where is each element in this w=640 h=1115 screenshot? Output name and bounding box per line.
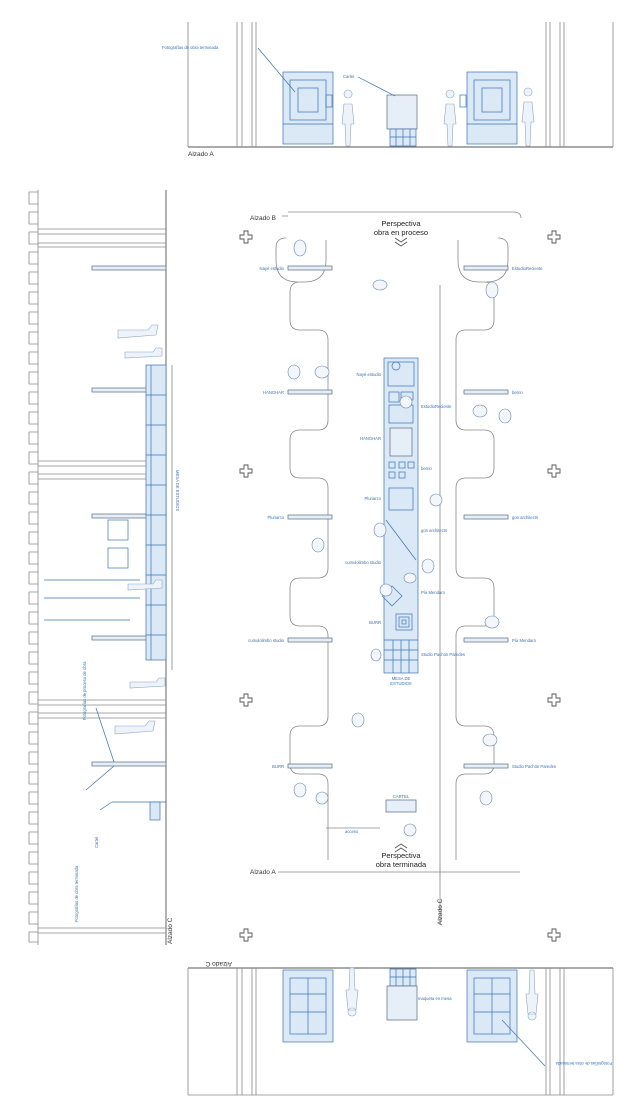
shelf-label-left-1: Nayé estudio <box>260 266 285 271</box>
plan-shelves <box>287 265 509 769</box>
sign-label: Cartel <box>343 74 354 79</box>
table-label-9: Pía Mendaro <box>421 590 446 595</box>
sign-label-plan: CARTEL <box>393 794 410 799</box>
shelf-label-left-4: cumulolimbo studio <box>248 638 285 643</box>
photo-panel-bottom-left <box>282 969 334 1043</box>
study-table <box>381 357 419 674</box>
shelf-label-left-3: Pluriarco <box>267 515 284 520</box>
shelf-label-right-2: berrio <box>512 390 523 395</box>
table-label-side: MESA DE ESTUDIOS <box>175 470 180 511</box>
floor-plan: Alzado B Alzado A Alzado C Perspectiva o… <box>239 211 561 942</box>
perspective-bottom-line1: Perspectiva <box>381 851 421 860</box>
perspective-top-line1: Perspectiva <box>381 219 421 228</box>
elevation-a: Fotografías de obra terminada Cartel Alz… <box>162 22 614 158</box>
shelf-label-left-5: BURR <box>272 764 284 769</box>
left-column <box>236 22 257 147</box>
table-label-2: HANGHAR <box>360 436 381 441</box>
horizontal-beams <box>38 228 166 934</box>
wall-profile <box>28 190 39 945</box>
table-label-10: Studio Pachón Paredes <box>421 652 465 657</box>
table-caption-2: ESTUDIOS <box>390 681 412 686</box>
shelf-label-right-3: gon architects <box>512 515 538 520</box>
process-label-bottom: maqueta en mesa <box>418 996 452 1001</box>
table-label-6: EstudioReciente <box>421 404 452 409</box>
sign-stand-bottom <box>386 968 418 1021</box>
finished-photos-label: Fotografías de obra terminada <box>74 865 79 922</box>
shelf-label-left-2: HANGHAR <box>263 390 284 395</box>
table-label-7: berrio <box>421 466 432 471</box>
table-label-5: BURR <box>369 620 381 625</box>
photo-panel-left <box>282 71 334 145</box>
entrance-label: acceso <box>345 829 359 834</box>
section-a-label: Alzado A <box>250 869 276 876</box>
right-column <box>545 22 565 147</box>
visitors <box>287 239 512 837</box>
perspective-bottom-line2: obra terminada <box>376 860 427 869</box>
table-label-1: Nayé estudio <box>357 372 382 377</box>
elevation-c-caption: Alzado C <box>167 917 174 944</box>
photo-panel-right <box>459 71 518 145</box>
photos-label-bottom: Fotografías de obra terminada <box>555 1061 612 1066</box>
shelf-label-right-5: Studio Pachón Paredes <box>512 764 556 769</box>
column-markers <box>239 230 561 942</box>
table-label-3: Pluriarco <box>364 496 381 501</box>
table-label-8: gon architects <box>421 528 447 533</box>
perspective-top-line2: obra en proceso <box>374 228 428 237</box>
chevron-up-icon <box>394 843 408 853</box>
side-shelves <box>91 265 167 767</box>
sign-board <box>385 799 417 813</box>
elevation-b-bottom: maqueta en mesa Fotografías de obra term… <box>187 960 614 1096</box>
shelf-label-right-4: Pía Mendaro <box>512 638 537 643</box>
side-elevation: MESA DE ESTUDIOS Fotografías de proceso … <box>28 190 180 945</box>
table-caption-1: MESA DE <box>392 676 411 681</box>
human-figures <box>341 87 535 147</box>
section-b-label: Alzado B <box>250 215 276 222</box>
serpentine-walls <box>275 237 509 860</box>
elevation-c-flipped-caption: Alzado C <box>205 960 232 967</box>
bottom-figures <box>345 967 539 1021</box>
side-figures <box>114 324 166 735</box>
shelf-label-right-1: EstudioReciente <box>512 266 543 271</box>
elevation-a-caption: Alzado A <box>188 151 214 158</box>
sign-side <box>112 801 166 821</box>
chevron-down-icon <box>394 237 408 247</box>
photos-label: Fotografías de obra terminada <box>162 45 219 50</box>
section-c-label: Alzado C <box>437 898 444 925</box>
sign-stand <box>386 94 418 147</box>
photo-panel-bottom-right <box>466 969 518 1043</box>
process-photos-label: Fotografías de proceso de obra <box>82 661 87 720</box>
table-label-4: cumulolimbo studio <box>345 560 382 565</box>
sign-label-side: Cartel <box>94 837 99 848</box>
